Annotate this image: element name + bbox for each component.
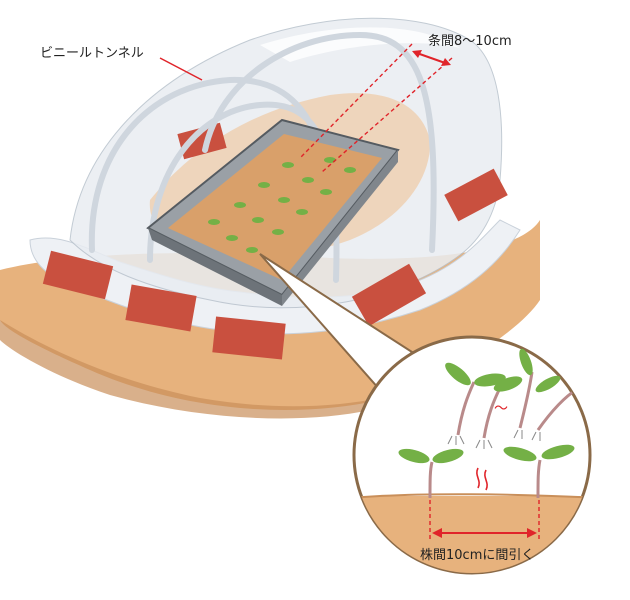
thinning-label: 株間10cmに間引く xyxy=(420,548,535,563)
detail-soil-top xyxy=(354,493,590,499)
brick-right-front xyxy=(351,263,427,327)
hoop-pipe-3 xyxy=(202,31,437,253)
tray-soil xyxy=(168,134,382,280)
tunnel-label: ビニールトンネル xyxy=(40,46,144,61)
tray-side-right xyxy=(282,150,398,306)
kept-seedling-left xyxy=(398,448,464,499)
plant-arrowhead-left xyxy=(432,528,442,538)
brick-right xyxy=(444,168,508,222)
tray-side xyxy=(148,228,282,306)
brick-mid xyxy=(212,316,286,360)
break-mark xyxy=(476,467,488,491)
seed-tray xyxy=(146,118,400,306)
brick-mid-left xyxy=(125,284,197,332)
row-arrowhead-left xyxy=(412,50,422,58)
brick-back-left xyxy=(177,122,227,160)
row-arrowhead-right xyxy=(441,58,451,66)
tunnel-pointer xyxy=(159,57,203,81)
row-line-1 xyxy=(299,43,413,159)
tray-seedlings xyxy=(208,157,356,253)
soil-shadow xyxy=(0,320,380,419)
detail-soil xyxy=(354,496,590,573)
row-spacing-label: 条間8〜10cm xyxy=(428,34,512,49)
row-spacing-marker xyxy=(299,43,453,173)
tilde-mark: 〜 xyxy=(494,401,508,417)
row-line-2 xyxy=(321,57,453,173)
plant-arrowhead-right xyxy=(527,528,537,538)
brick-left xyxy=(42,250,114,300)
kept-seedling-right xyxy=(503,444,575,499)
vinyl-highlight xyxy=(260,27,460,63)
bricks xyxy=(42,122,508,360)
